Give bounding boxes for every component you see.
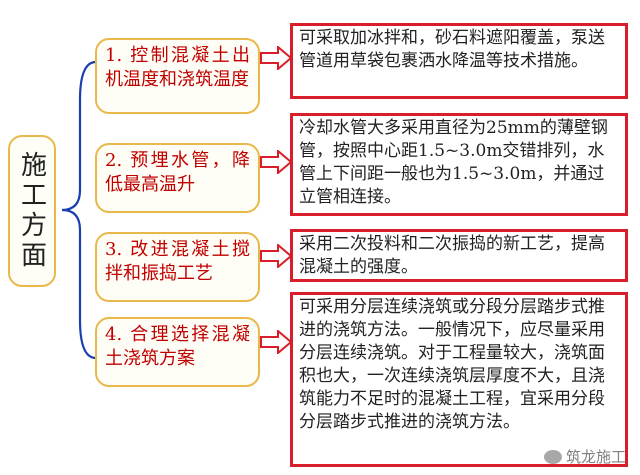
branch-2-label: 2. 预埋水管，降低最高温升	[105, 150, 250, 195]
detail-3-text: 采用二次投料和二次振捣的新工艺，提高混凝土的强度。	[299, 234, 605, 277]
branch-1: 1. 控制混凝土出机温度和浇筑温度	[95, 38, 260, 114]
detail-2: 冷却水管大多采用直径为25mm的薄壁钢管，按照中心距1.5~3.0m交错排列，水…	[290, 113, 628, 216]
detail-1: 可采取加冰拌和，砂石料遮阳覆盖，泵送管道用草袋包裹洒水降温等技术措施。	[290, 23, 628, 99]
branch-4-label: 4. 合理选择混凝土浇筑方案	[105, 324, 250, 369]
arrow-right-icon	[260, 46, 292, 70]
root-node: 施工方面	[8, 135, 56, 287]
watermark-text: 筑龙施工	[565, 448, 626, 466]
detail-3: 采用二次投料和二次振捣的新工艺，提高混凝土的强度。	[290, 229, 628, 282]
detail-4: 可采用分层连续浇筑或分段分层踏步式推进的浇筑方法。一般情况下，应尽量采用分层连续…	[290, 292, 628, 467]
arrow-right-icon	[260, 244, 292, 268]
branch-2: 2. 预埋水管，降低最高温升	[95, 143, 260, 213]
root-label: 施工方面	[16, 151, 47, 271]
curly-brace	[61, 60, 97, 360]
detail-1-text: 可采取加冰拌和，砂石料遮阳覆盖，泵送管道用草袋包裹洒水降温等技术措施。	[299, 28, 605, 71]
detail-4-text: 可采用分层连续浇筑或分段分层踏步式推进的浇筑方法。一般情况下，应尽量采用分层连续…	[299, 297, 605, 432]
arrow-right-icon	[260, 330, 292, 354]
branch-4: 4. 合理选择混凝土浇筑方案	[95, 317, 260, 387]
detail-2-text: 冷却水管大多采用直径为25mm的薄壁钢管，按照中心距1.5~3.0m交错排列，水…	[299, 118, 608, 207]
wechat-icon	[543, 449, 562, 464]
arrow-right-icon	[260, 150, 292, 174]
branch-3-label: 3. 改进混凝土搅拌和振捣工艺	[105, 239, 250, 284]
branch-3: 3. 改进混凝土搅拌和振捣工艺	[95, 232, 260, 302]
watermark: 筑龙施工	[543, 446, 626, 467]
branch-1-label: 1. 控制混凝土出机温度和浇筑温度	[105, 45, 250, 90]
